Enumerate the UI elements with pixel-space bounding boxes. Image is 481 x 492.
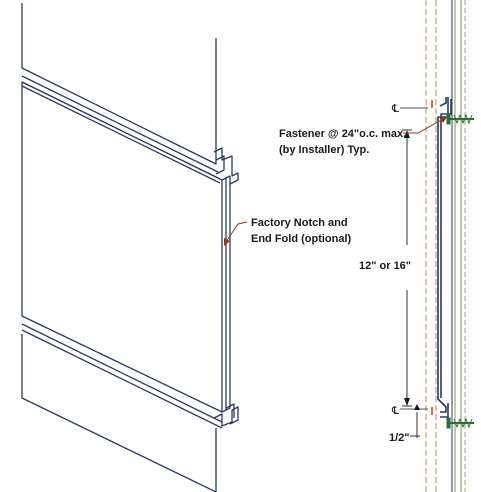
fastener-label-line2: (by Installer) Typ. bbox=[279, 144, 369, 156]
panel-profile bbox=[437, 97, 449, 413]
lower-hook-profile bbox=[440, 403, 449, 418]
fastener-leader bbox=[403, 117, 447, 134]
factory-notch-label-line2: End Fold (optional) bbox=[251, 233, 352, 245]
main-panel-face bbox=[21, 81, 223, 413]
upper-panel-lip bbox=[21, 75, 219, 173]
main-panel-top-edge bbox=[21, 85, 221, 184]
panel-height-dimension bbox=[402, 129, 412, 407]
lower-panel-lip-inner bbox=[21, 329, 223, 429]
fastener-label-line1: Fastener @ 24"o.c. max. bbox=[279, 128, 406, 140]
lower-panel-lip bbox=[21, 323, 223, 423]
factory-notch-label-line1: Factory Notch and bbox=[251, 217, 348, 229]
bottom-notch bbox=[213, 406, 239, 427]
top-notch bbox=[213, 147, 239, 185]
upper-hook-profile bbox=[439, 97, 447, 107]
wall-section-view bbox=[425, 0, 474, 492]
top-notch-detail bbox=[215, 155, 225, 175]
upper-panel-outline bbox=[21, 3, 217, 165]
lower-panel-outline bbox=[21, 334, 217, 492]
panel-profile-inner bbox=[440, 99, 452, 398]
panel-isometric-view bbox=[21, 3, 239, 492]
offset-label: 1/2" bbox=[389, 432, 410, 444]
factory-notch-leader bbox=[224, 221, 248, 246]
bottom-notch-detail bbox=[225, 403, 235, 418]
panel-height-label: 12" or 16" bbox=[359, 260, 411, 272]
centerline-symbol-upper: ℄ bbox=[391, 102, 399, 115]
fastener-upper-head bbox=[446, 113, 451, 125]
fastener-lower-head bbox=[446, 417, 451, 429]
centerline-symbol-lower: ℄ bbox=[391, 404, 399, 417]
offset-dimension bbox=[410, 404, 420, 438]
fastener-upper bbox=[446, 113, 474, 125]
fastener-lower bbox=[446, 417, 474, 429]
